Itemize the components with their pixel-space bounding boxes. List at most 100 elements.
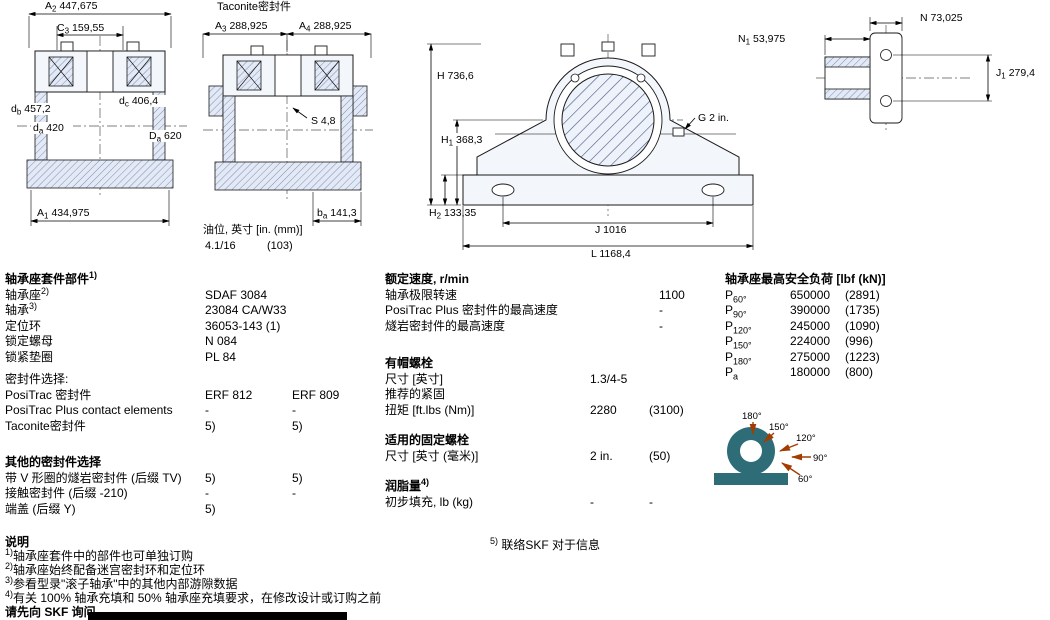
dim-L: L 1168,4 — [591, 248, 631, 260]
housing-kit-table: 轴承座套件部件1) 轴承座2)SDAF 3084 轴承3)23084 CA/W3… — [5, 270, 377, 517]
row-value: 23084 CA/W33 — [205, 303, 287, 317]
row-label: PosiTrac Plus contact elements — [5, 403, 173, 417]
row-value: 5) — [205, 501, 216, 516]
table-row: 接触密封件 (后缀 -210)-- — [5, 486, 377, 502]
angle-label-90: 90° — [813, 453, 828, 464]
row-label: 带 V 形圈的燧岩密封件 (后缀 TV) — [5, 470, 182, 485]
row-value: 1100 — [659, 287, 685, 302]
pillow-block-icon — [714, 427, 788, 485]
footnote-3: 3)参看型录"滚子轴承"中的其他内部游隙数据 — [5, 575, 238, 592]
row-value: - — [649, 494, 653, 509]
load-value-kn: (800) — [845, 365, 874, 379]
load-row: P120°245000(1090) — [725, 319, 935, 335]
load-value: 245000 — [790, 318, 831, 333]
housing-section-geometry — [17, 36, 187, 198]
row-label: 推荐的紧固 — [385, 387, 446, 401]
row-value: - — [205, 486, 209, 500]
table-row: PosiTrac Plus 密封件的最高速度- — [385, 303, 685, 319]
row-label: 尺寸 [英寸 (毫米)] — [385, 448, 479, 463]
safe-load-table: 轴承座最高安全负荷 [lbf (kN)] P60°650000(2891) P9… — [725, 272, 935, 381]
dim-S: S 4,8 — [311, 115, 336, 127]
load-value: 275000 — [790, 349, 831, 364]
table-row: PosiTrac Plus contact elements-- — [5, 403, 377, 419]
row-value: - — [292, 486, 296, 500]
load-value-kn: (996) — [845, 334, 874, 348]
safe-load-title: 轴承座最高安全负荷 [lbf (kN)] — [725, 272, 886, 286]
row-label: 轴承极限转速 — [385, 287, 458, 302]
table-row: 尺寸 [英寸 (毫米)] 2 in. (50) — [385, 449, 685, 465]
row-value: (50) — [649, 448, 671, 463]
row-label: 锁紧垫圈 — [5, 349, 54, 364]
dimension-lines — [202, 31, 372, 226]
load-value: 390000 — [790, 303, 831, 317]
row-value: 5) — [292, 418, 303, 433]
row-value: (3100) — [649, 402, 684, 417]
dimension-lines — [824, 17, 992, 102]
footnote-5: 5) 联络SKF 对于信息 — [490, 536, 601, 553]
seal-selection-title: 密封件选择: — [5, 372, 69, 386]
row-label: 锁定螺母 — [5, 334, 54, 348]
dim-N: N 73,025 — [920, 12, 963, 24]
row-value: N 084 — [205, 334, 238, 348]
dim-J: J 1016 — [595, 224, 627, 236]
notes-title: 说明 — [5, 535, 30, 549]
row-value: 5) — [205, 418, 216, 433]
load-value: 224000 — [790, 334, 831, 348]
load-label: P60° — [725, 287, 747, 304]
row-value: 36053-143 (1) — [205, 318, 281, 333]
dim-G: G 2 in. — [698, 112, 729, 124]
oil-level-inches: 4.1/16 — [205, 240, 236, 252]
cap-bolts-title: 有帽螺栓 — [385, 356, 434, 370]
oil-level-label: 油位, 英寸 [in. (mm)] — [203, 222, 303, 236]
bottom-divider-bar — [88, 612, 347, 620]
row-value: 2280 — [590, 402, 617, 417]
row-value: - — [205, 403, 209, 417]
row-label: PosiTrac 密封件 — [5, 387, 92, 402]
dimension-lines — [427, 43, 754, 250]
dim-H: H 736,6 — [437, 70, 474, 82]
row-value: - — [659, 318, 663, 333]
row-value: SDAF 3084 — [205, 287, 268, 302]
grease-title: 润脂量4) — [385, 477, 430, 494]
table-row: 带 V 形圈的燧岩密封件 (后缀 TV)5)5) — [5, 471, 377, 487]
drawing-taconite-section: Taconite密封件 — [202, 0, 373, 252]
row-value: 2 in. — [590, 448, 613, 463]
angle-label-150: 150° — [769, 422, 789, 433]
footnote-4: 4)有关 100% 轴承充填和 50% 轴承座充填要求，在修改设计或订购之前 — [5, 589, 382, 606]
load-label: P180° — [725, 349, 752, 366]
row-label: 端盖 (后缀 Y) — [5, 501, 76, 516]
load-value-kn: (2891) — [845, 287, 880, 302]
row-value: ERF 812 — [205, 387, 253, 402]
row-value: - — [659, 303, 663, 317]
table-row: 初步填充, lb (kg)-- — [385, 495, 685, 511]
row-label: 尺寸 [英寸] — [385, 371, 444, 386]
load-row: P90°390000(1735) — [725, 303, 935, 319]
table-row: 尺寸 [英寸]1.3/4-5 — [385, 372, 685, 388]
load-value: 180000 — [790, 365, 831, 379]
load-value-kn: (1090) — [845, 318, 880, 333]
load-angle-arrows — [749, 422, 811, 476]
speed-title: 额定速度, r/min — [385, 272, 470, 286]
table-row: 燧岩密封件的最高速度- — [385, 319, 685, 335]
notes-block: 说明 1)轴承座套件中的部件也可单独订购 2)轴承座始终配备迷宫密封环和定位环 … — [5, 535, 381, 619]
housing-kit-title: 轴承座套件部件1) — [5, 270, 98, 287]
table-row: 轴承座2)SDAF 3084 — [5, 286, 377, 304]
load-label: P90° — [725, 303, 747, 320]
